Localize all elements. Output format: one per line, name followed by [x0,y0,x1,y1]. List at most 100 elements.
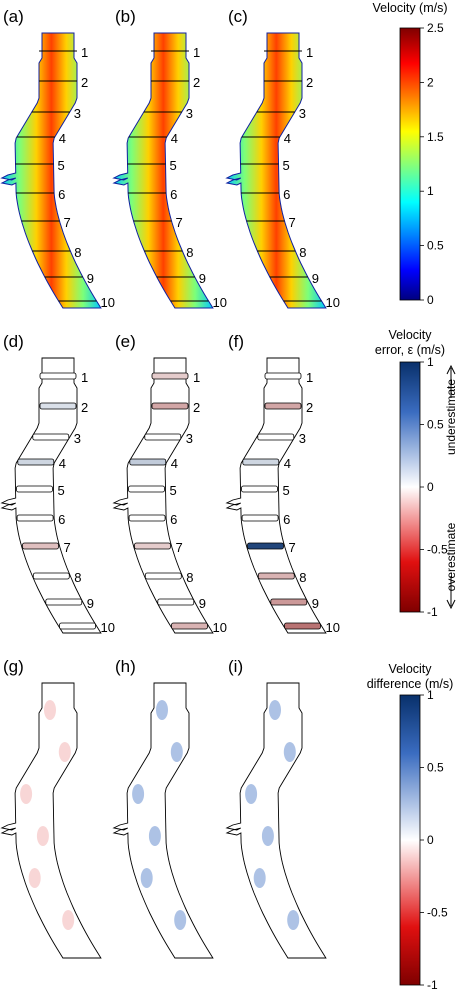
river-outline [112,682,214,959]
cross-section-label: 10 [213,295,227,310]
cross-section-box [257,433,295,441]
colorbar-gradient [399,27,421,301]
river-outline [0,357,102,634]
cross-section-label: 4 [284,456,291,471]
cross-section-label: 5 [58,158,65,173]
difference-patch [44,700,56,720]
colorbar-tick-label: -1 [427,978,438,991]
cross-section-label: 5 [170,158,177,173]
cross-section-label: 6 [170,187,177,202]
down-arrow-head [446,599,456,610]
cross-section-box [39,402,77,410]
underestimate-note: underestimate [444,379,458,455]
colorbar-tick-label: 1 [427,688,434,702]
colorbar-tick-label: 0 [427,480,434,494]
difference-patch [245,784,258,804]
difference-patch [140,868,153,888]
cross-section-box [22,542,59,550]
difference-patch [170,742,183,762]
difference-patch [148,826,161,846]
cross-section-label: 4 [171,131,178,146]
cross-section-box [144,433,182,441]
colorbar-tick-label: 0.5 [427,418,444,432]
cross-section-label: 1 [306,45,313,60]
colorbar-tick-label: 0.5 [427,239,444,253]
cross-section-label: 2 [81,75,88,90]
cross-section-box [270,598,308,606]
difference-patch [287,910,300,930]
cross-section-label: 5 [283,483,290,498]
cross-section-label: 5 [283,158,290,173]
cross-section-box [241,485,278,493]
cross-section-label: 2 [81,400,88,415]
cross-section-box [16,514,54,522]
cross-section-label: 1 [81,45,88,60]
cross-section-box [128,514,166,522]
panel-g: (g) [0,657,102,959]
cross-section-box [242,458,280,466]
panel-h: (h) [112,657,214,959]
difference-patch [253,868,266,888]
cross-section-label: 3 [74,431,81,446]
panel-label: (f) [228,332,244,351]
difference-patch [36,826,49,846]
cross-section-label: 10 [213,620,227,635]
colorbar-title: difference (m/s) [367,677,454,691]
cross-section-box [16,485,53,493]
colorbar-tick-label: -0.5 [427,906,448,920]
cross-section-box [171,622,208,630]
panel-label: (b) [115,7,136,26]
cross-section-label: 3 [74,106,81,121]
cross-section-box [59,622,96,630]
panel-label: (g) [3,657,24,676]
colorbar-gradient [399,694,421,986]
panel-label: (c) [228,7,248,26]
colorbar-title: Velocity [388,328,432,342]
cross-section-label: 9 [312,271,319,286]
cross-section-box [39,372,77,380]
difference-patch [62,910,75,930]
cross-section-label: 8 [74,245,81,260]
cross-section-label: 4 [284,131,291,146]
cross-section-label: 2 [193,75,200,90]
cross-section-box [257,572,295,580]
cross-section-label: 4 [59,456,66,471]
cross-section-label: 2 [193,400,200,415]
colorbar-tick-label: 0 [427,833,434,847]
panel-label: (i) [228,657,243,676]
cross-section-label: 8 [186,245,193,260]
cross-section-box [144,572,182,580]
cross-section-label: 10 [326,620,340,635]
colorbar-title: error, ε (m/s) [375,343,445,357]
cross-section-label: 5 [170,483,177,498]
colorbar-tick-label: 0.5 [427,761,444,775]
cross-section-box [151,402,189,410]
cross-section-label: 1 [306,370,313,385]
panel-label: (h) [115,657,136,676]
river-outline [0,682,102,959]
cross-section-box [284,622,321,630]
difference-patch [283,742,296,762]
cross-section-label: 6 [58,187,65,202]
colorbar-tick-label: -0.5 [427,543,448,557]
cross-section-label: 8 [74,570,81,585]
colorbar-tick-label: 2.5 [427,21,444,35]
velocity-field [0,32,102,309]
cross-section-box [264,372,302,380]
cross-section-label: 6 [170,512,177,527]
cross-section-label: 6 [283,187,290,202]
colorbar-tick-label: 1 [427,184,434,198]
cross-section-box [128,485,165,493]
cross-section-label: 6 [58,512,65,527]
up-arrow-head [446,364,456,375]
cross-section-label: 4 [59,131,66,146]
cross-section-label: 7 [64,215,71,230]
colorbar-tick-label: 1.5 [427,130,444,144]
